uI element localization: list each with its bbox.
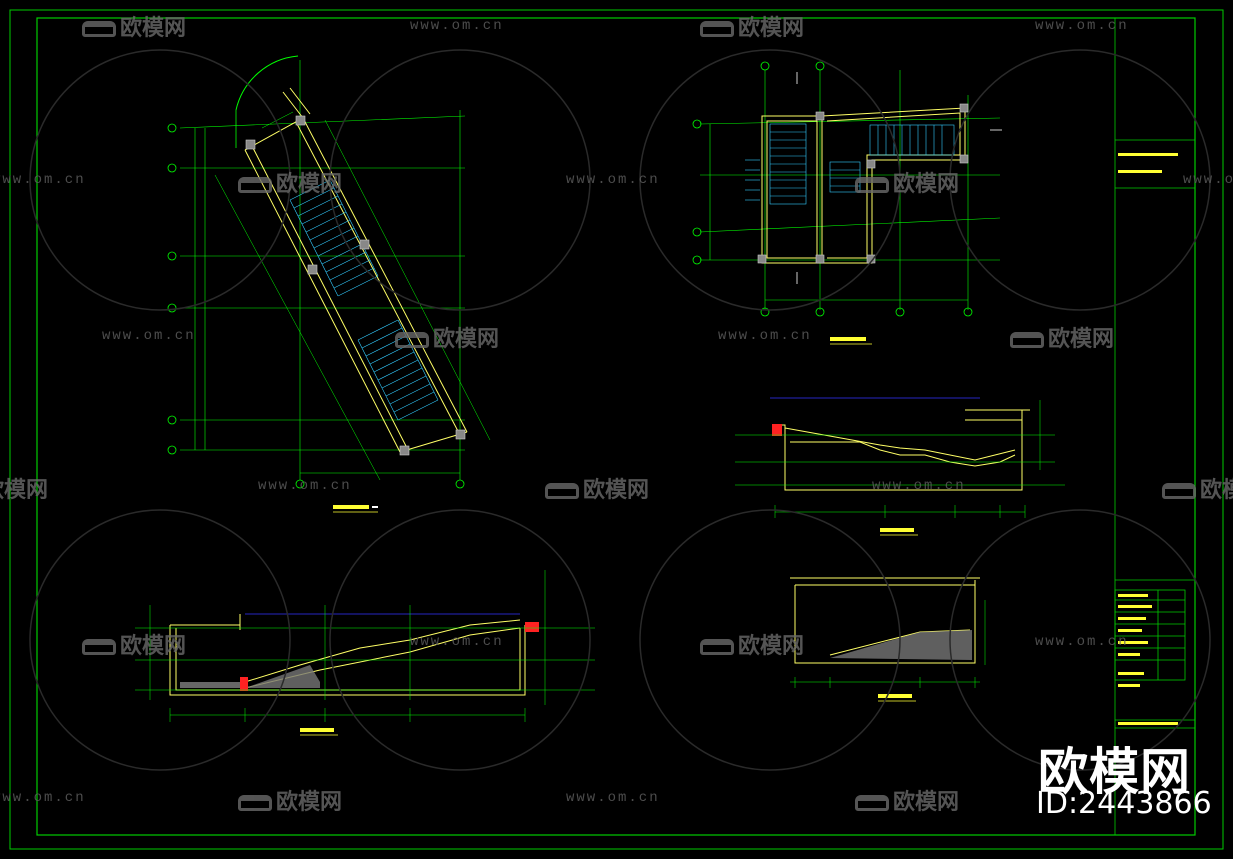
watermark-url: www.om.cn [410,18,504,34]
watermark-url: www.om.cn [0,790,86,806]
watermark-logo: 欧模网 [1010,321,1114,353]
sofa-logo-icon [700,21,734,37]
watermark-arcs [29,49,1211,771]
sofa-logo-icon [238,177,272,193]
section-b-b [790,577,986,702]
sofa-logo-icon [82,21,116,37]
watermark-url: www.om.cn [1183,172,1233,188]
watermark-logo: 欧模网 [855,166,959,198]
inner-frame [36,17,1196,836]
section-c-c [735,397,1065,536]
watermark-logo: 欧模网 [238,784,342,816]
sofa-logo-icon [700,639,734,655]
watermark-logo: 欧模网 [545,472,649,504]
watermark-url: www.om.cn [1035,634,1129,650]
watermark-logo: 欧模网 [855,784,959,816]
watermark-logo: 欧模网 [395,321,499,353]
sofa-logo-icon [545,483,579,499]
watermark-url: www.om.cn [0,172,86,188]
plan-small [692,61,1002,345]
watermark-url: www.om.cn [410,634,504,650]
watermark-logo: 欧模网 [238,166,342,198]
sofa-logo-icon [1162,483,1196,499]
watermark-logo: 欧模网 [700,628,804,660]
sofa-logo-icon [855,795,889,811]
watermark-url: www.om.cn [1035,18,1129,34]
watermark-logo: 欧模网 [1162,472,1233,504]
watermark-logo: 欧模网 [82,10,186,42]
watermark-url: www.om.cn [102,328,196,344]
sofa-logo-icon [395,332,429,348]
watermark-url: www.om.cn [718,328,812,344]
section-a-a [135,570,595,736]
sofa-logo-icon [238,795,272,811]
outer-frame [9,9,1224,850]
sofa-logo-icon [82,639,116,655]
sofa-logo-icon [855,177,889,193]
title-block-text [1118,153,1178,725]
watermark-url: www.om.cn [258,478,352,494]
watermark-logo: 欧模网 [700,10,804,42]
watermark-url: www.om.cn [566,790,660,806]
sofa-logo-icon [1010,332,1044,348]
brand-id: ID:2443866 [1036,786,1212,821]
watermark-logo: 欧模网 [82,628,186,660]
plan-diagonal [167,55,491,513]
watermark-url: www.om.cn [872,478,966,494]
brand-name: 欧模网 [1038,743,1191,801]
watermark-url: www.om.cn [566,172,660,188]
watermark-logo: 欧模网 [0,478,49,503]
title-block [1114,18,1195,835]
